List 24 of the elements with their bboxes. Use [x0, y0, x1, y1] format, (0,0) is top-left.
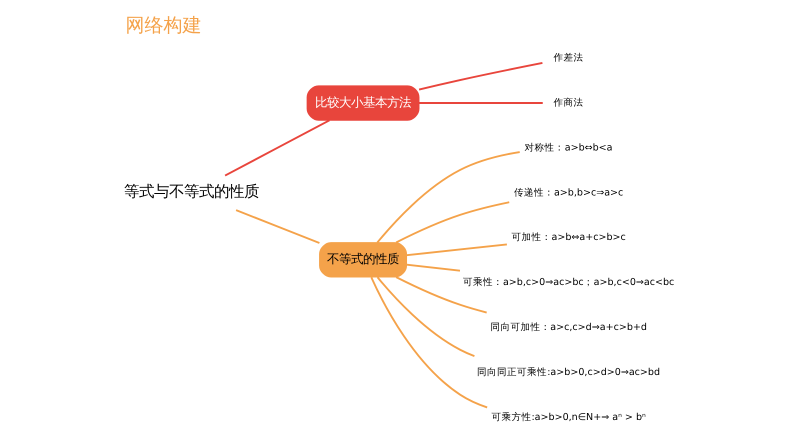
connector: [370, 277, 488, 408]
connector: [419, 102, 543, 104]
connector: [406, 264, 460, 272]
connector: [406, 243, 507, 256]
diagram-title: 网络构建: [126, 13, 202, 36]
node-text: 作商法: [554, 97, 584, 108]
node-text: 作差法: [554, 52, 584, 64]
node-text: 等式与不等式的性质: [124, 182, 259, 201]
connector: [224, 119, 330, 176]
node-text: 同向可加性：a>c,c>d⇒a+c>b+d: [490, 322, 647, 334]
node-box: 比较大小基本方法: [306, 85, 420, 121]
node-text: 传递性：a>b,b>c⇒a>c: [514, 187, 624, 198]
connector: [236, 209, 320, 244]
connector: [376, 151, 520, 244]
node-text: 对称性：a>b⇔b<a: [524, 142, 613, 154]
connector: [396, 276, 487, 314]
node-text: 可乘性：a>b,c>0⇒ac>bc；a>b,c<0⇒ac<bc: [462, 277, 674, 288]
node-text: 同向同正可乘性:a>b>0,c>d>0⇒ac>bd: [477, 367, 660, 378]
connector: [396, 201, 510, 244]
connector: [418, 62, 543, 90]
node-box: 不等式的性质: [319, 242, 408, 278]
connector: [376, 276, 475, 358]
node-text: 可加性：a>b⇔a+c>b>c: [511, 232, 626, 244]
node-text: 可乘方性:a>b>0,n∈N+⇒ aⁿ > bⁿ: [491, 412, 646, 424]
